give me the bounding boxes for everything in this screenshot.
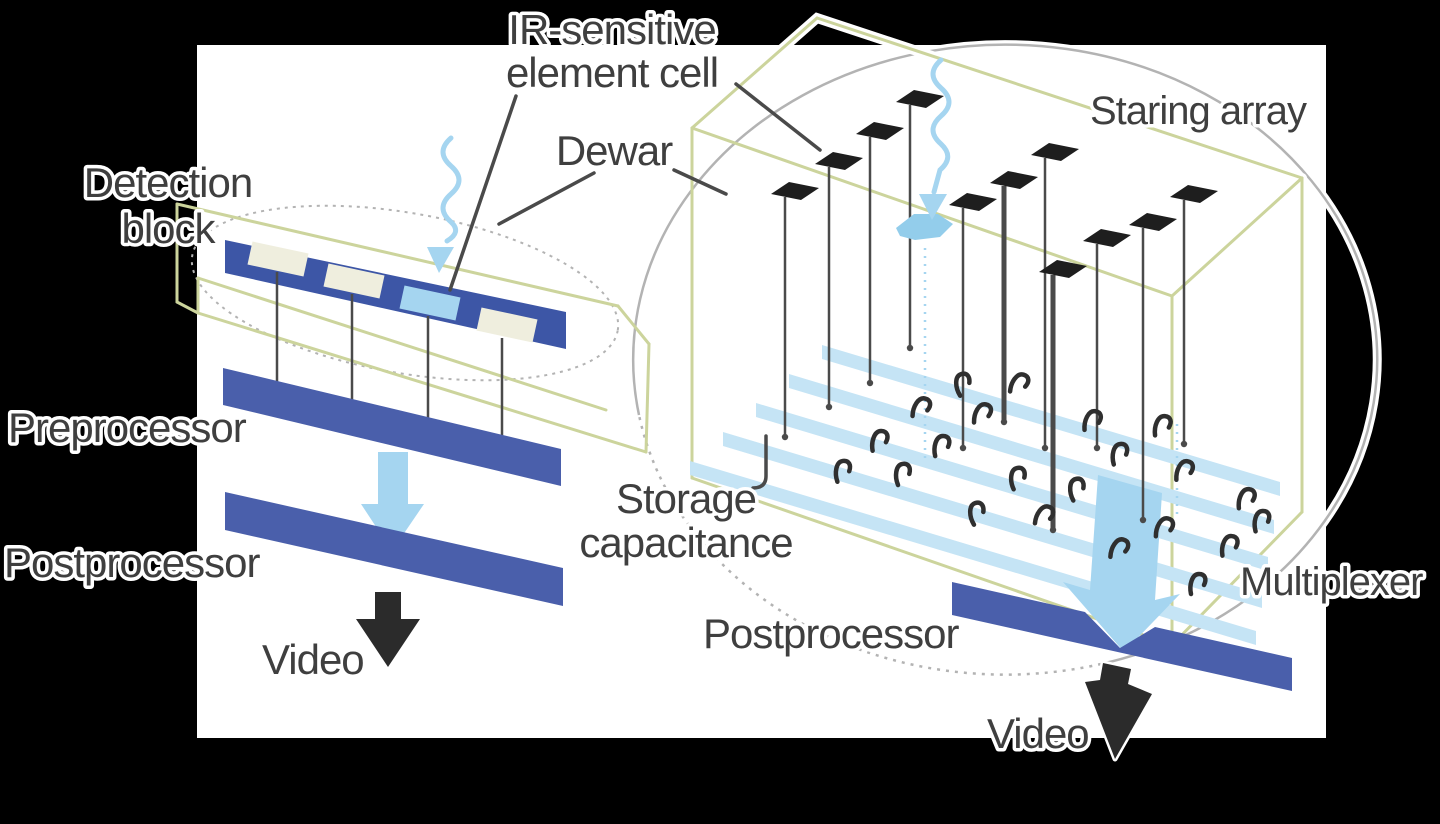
- preprocessor-label: Preprocessor: [8, 404, 247, 451]
- hook-icon: [1152, 413, 1173, 438]
- postprocessor-label-right: Postprocessor: [703, 610, 959, 657]
- stem-dot: [1049, 526, 1057, 534]
- hook-icon: [1110, 441, 1130, 467]
- preprocessor-bar: [223, 368, 561, 486]
- stem-dot: [866, 379, 874, 387]
- ir-wave-arrow-icon-right: [919, 57, 952, 220]
- staring-array-cell: [815, 152, 863, 170]
- hook-icon: [1082, 408, 1104, 433]
- detector-cell: [247, 241, 309, 277]
- staring-array-cell: [856, 122, 904, 140]
- hook-icon: [893, 461, 913, 488]
- staring-array-cell: [896, 90, 944, 108]
- video-arrow-icon-left: [353, 589, 423, 670]
- hook-icon: [910, 396, 933, 419]
- storage-capacitance-label-line1: Storage: [616, 475, 756, 522]
- stem-dot: [1093, 444, 1101, 452]
- stem-dot: [959, 444, 967, 452]
- postprocessor-bar-left: [225, 492, 563, 606]
- detector-cell-row: [247, 241, 538, 343]
- postprocessor-label-left: Postprocessor: [4, 539, 260, 586]
- dewar-pointer-left: [497, 171, 596, 226]
- detector-leads-right: [781, 105, 1188, 534]
- hook-icon: [1153, 516, 1176, 539]
- ir-cell-pointer-left: [448, 94, 518, 292]
- detection-block-outline: [175, 202, 651, 454]
- ir-wave-arrow-icon-left: [427, 135, 462, 273]
- multiplexer-arrow-icon: [1063, 475, 1180, 652]
- dewar-pointer-right: [672, 168, 728, 196]
- staring-array-label: Staring array: [1090, 89, 1307, 133]
- hook-icon: [833, 458, 853, 485]
- detector-cell: [323, 263, 385, 299]
- staring-array-cell: [949, 193, 997, 211]
- staring-array-cells: [771, 90, 1218, 278]
- hook-icon: [932, 433, 952, 459]
- hook-icon: [967, 500, 986, 527]
- stem-dot: [781, 433, 789, 441]
- hook-icon: [1008, 465, 1027, 492]
- detection-block-label-line1: Detection: [84, 159, 252, 206]
- hook-icon: [1067, 476, 1086, 503]
- hook-icon: [1108, 537, 1131, 560]
- staring-array-cell: [1083, 229, 1131, 247]
- hook-icon: [1007, 372, 1031, 394]
- video-label-left: Video: [262, 636, 364, 683]
- annotation-pointers: [448, 82, 822, 490]
- staring-array-cell: [1031, 143, 1079, 161]
- stem-dot: [1139, 516, 1147, 524]
- stem-dot: [825, 403, 833, 411]
- stem-dot: [906, 344, 914, 352]
- staring-array-cell: [1039, 260, 1087, 278]
- ir-cell-pointer-right: [734, 82, 822, 152]
- staring-array-cell: [1129, 213, 1177, 231]
- storage-pointer: [751, 434, 768, 490]
- multiplexer-label: Multiplexer: [1240, 560, 1423, 604]
- hook-icon: [1219, 533, 1240, 558]
- hook-icon: [1252, 508, 1272, 534]
- detection-block-label-line2: block: [121, 205, 216, 252]
- hook-icon: [953, 371, 972, 398]
- stem-dot: [1041, 444, 1049, 452]
- detector-cell: [476, 307, 538, 343]
- video-label-right: Video: [987, 710, 1089, 757]
- dewar-ellipse-icon: [190, 204, 620, 382]
- hook-icon: [1032, 504, 1056, 526]
- hook-icon: [1174, 459, 1196, 483]
- video-arrow-icon-right: [1082, 660, 1155, 762]
- ir-sensitive-element-cell: [399, 285, 461, 321]
- hook-icon: [1188, 571, 1208, 597]
- staring-array-cell: [1170, 185, 1218, 203]
- staring-array-cell: [771, 182, 819, 200]
- contact-hooks: [833, 371, 1272, 597]
- ir-sensitive-label-line1: IR-sensitive: [508, 6, 715, 53]
- dewar-label: Dewar: [556, 127, 673, 174]
- hook-icon: [869, 428, 890, 453]
- staring-array-outline: [687, 12, 1307, 647]
- hook-icon: [971, 402, 994, 425]
- postprocessor-bar-right: [952, 582, 1292, 691]
- staring-array-cell: [990, 171, 1038, 189]
- hook-icon: [1236, 486, 1257, 511]
- storage-capacitance-label-line2: capacitance: [579, 519, 792, 566]
- ir-sensitive-label-line2: element cell: [506, 49, 718, 96]
- stem-dot: [1180, 440, 1188, 448]
- stem-dot: [1000, 418, 1008, 426]
- ir-splash-icon: [896, 214, 953, 240]
